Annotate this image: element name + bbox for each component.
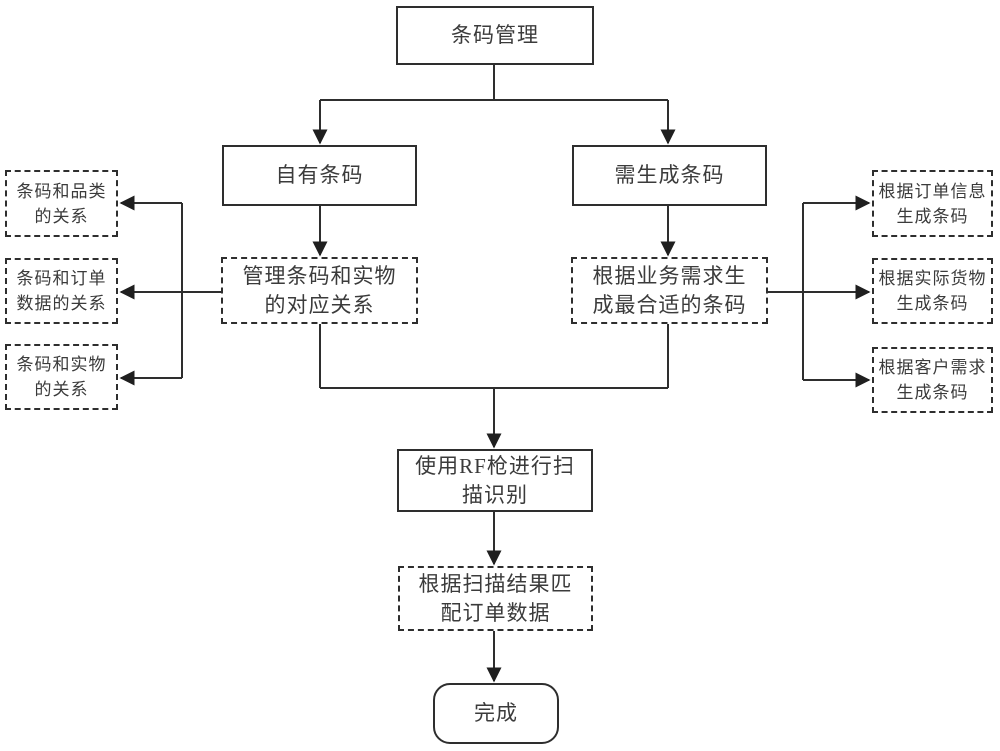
node-generate-by-actual-goods: 根据实际货物 生成条码 <box>872 258 993 324</box>
node-manage-barcode-item-relation: 管理条码和实物 的对应关系 <box>221 257 418 324</box>
node-generate-by-customer-need: 根据客户需求 生成条码 <box>872 347 993 413</box>
node-barcode-management: 条码管理 <box>396 6 594 65</box>
node-generate-by-order-info: 根据订单信息 生成条码 <box>872 170 993 237</box>
node-rf-gun-scan: 使用RF枪进行扫 描识别 <box>397 449 593 512</box>
node-own-barcode: 自有条码 <box>222 145 417 206</box>
node-barcode-category-relation: 条码和品类 的关系 <box>5 170 118 237</box>
node-barcode-order-data-relation: 条码和订单 数据的关系 <box>5 258 118 324</box>
node-need-generate-barcode: 需生成条码 <box>572 145 767 206</box>
node-match-order-data: 根据扫描结果匹 配订单数据 <box>398 566 593 631</box>
node-done: 完成 <box>433 683 559 744</box>
node-barcode-item-relation: 条码和实物 的关系 <box>5 344 118 410</box>
node-generate-suitable-barcode: 根据业务需求生 成最合适的条码 <box>571 257 768 324</box>
